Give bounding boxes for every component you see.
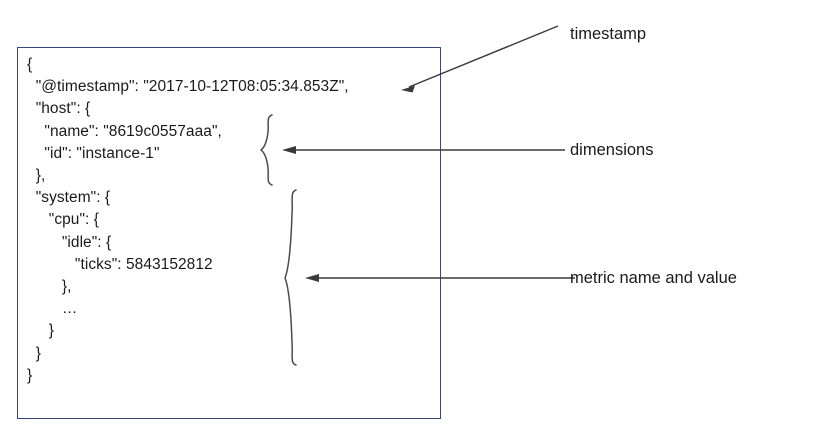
annotation-label-timestamp: timestamp bbox=[570, 25, 647, 43]
annotation-label-metric: metric name and value bbox=[570, 269, 737, 287]
annotation-label-dimensions: dimensions bbox=[570, 141, 654, 159]
json-document-text: { "@timestamp": "2017-10-12T08:05:34.853… bbox=[27, 56, 349, 384]
metric-document-panel: { "@timestamp": "2017-10-12T08:05:34.853… bbox=[17, 47, 441, 419]
